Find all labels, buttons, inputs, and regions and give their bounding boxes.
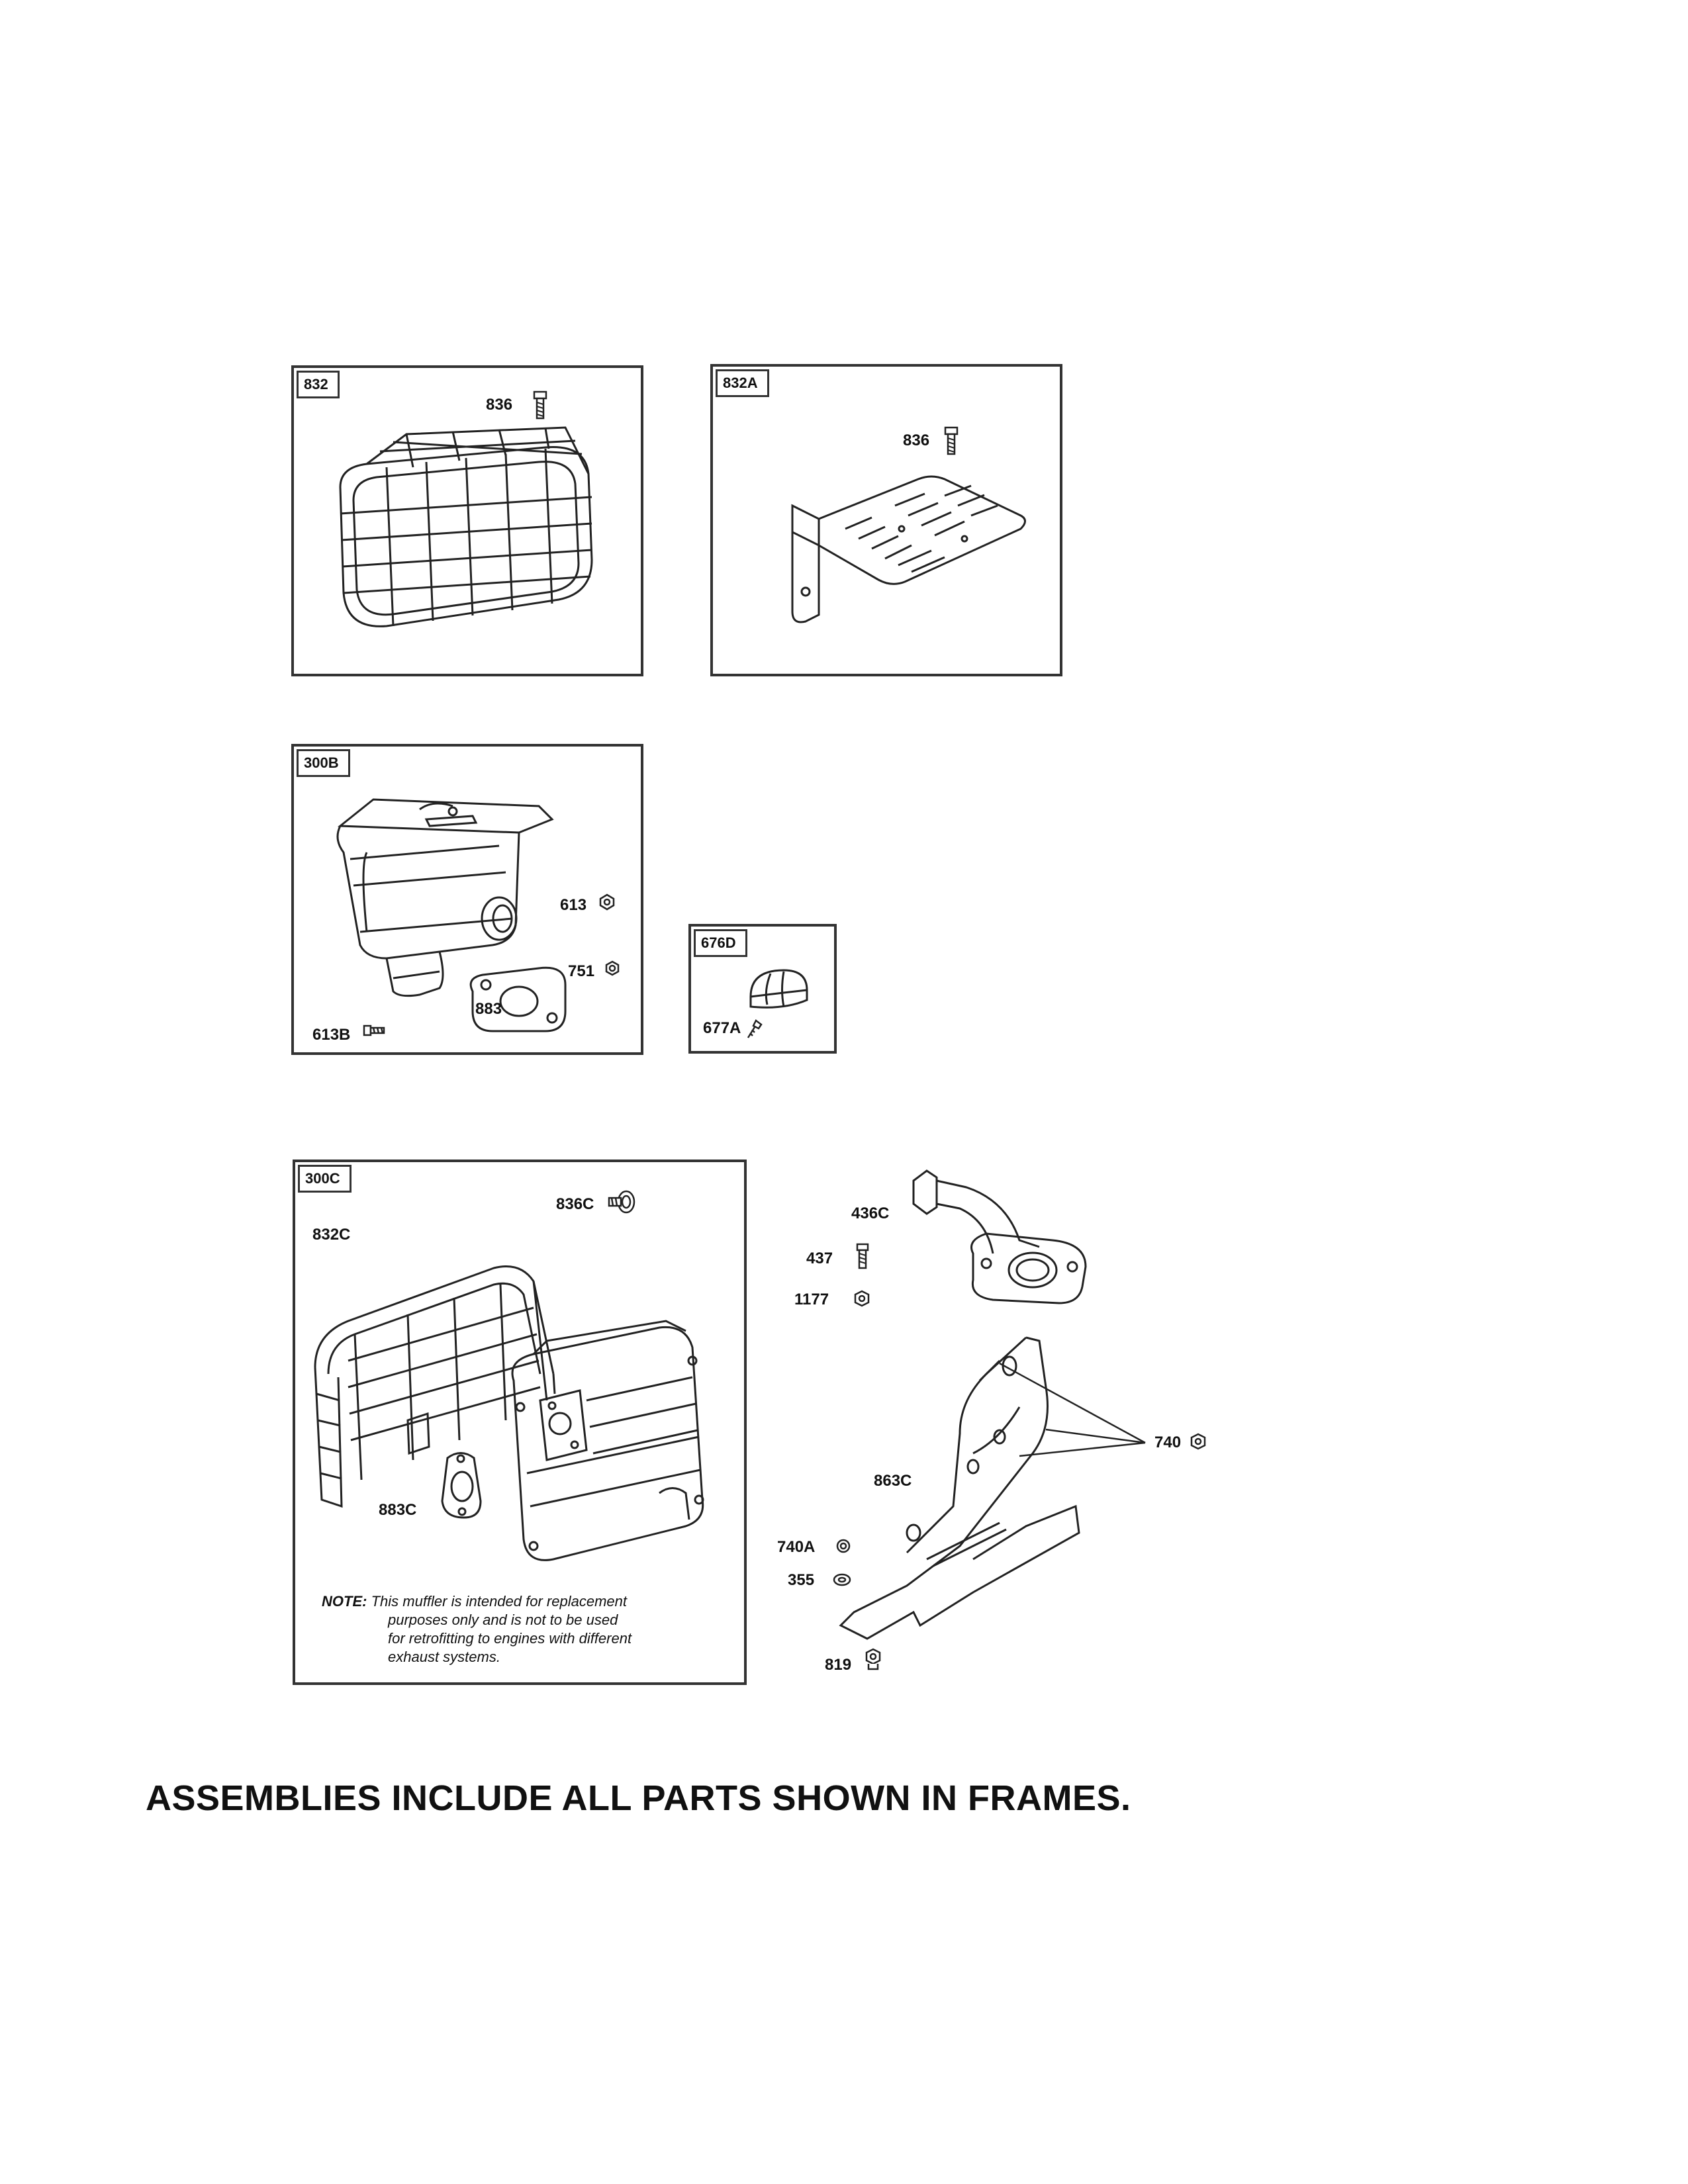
part-label-740a: 740A — [777, 1538, 816, 1556]
note-line: NOTE: This muffler is intended for repla… — [322, 1592, 719, 1611]
muffler-body-icon — [494, 1320, 706, 1566]
part-label-1177: 1177 — [794, 1291, 829, 1308]
screw-icon — [745, 1019, 763, 1039]
part-label-740: 740 — [1154, 1433, 1182, 1451]
part-label-836: 836 — [903, 432, 930, 449]
nut-icon — [865, 1648, 882, 1670]
leader-lines — [993, 1357, 1152, 1457]
part-label-677a: 677A — [703, 1019, 741, 1037]
part-label-751: 751 — [568, 962, 595, 980]
frame-tag: 300B — [297, 749, 350, 777]
part-label-836: 836 — [486, 396, 513, 414]
frame-832: 832 836 — [291, 365, 643, 676]
muffler-guard-icon — [308, 1255, 560, 1520]
nut-icon — [605, 960, 620, 976]
part-label-863c: 863C — [874, 1472, 912, 1490]
part-label-436c: 436C — [851, 1205, 890, 1222]
bolt-icon — [598, 893, 616, 911]
heat-shield-icon — [766, 466, 1031, 638]
washer-icon — [835, 1538, 851, 1554]
frame-676d: 676D 677A — [688, 924, 837, 1054]
muffler-body-icon — [320, 780, 559, 998]
part-label-832c: 832C — [312, 1226, 351, 1244]
screw-icon — [532, 390, 548, 420]
gasket-icon — [466, 965, 572, 1038]
frame-832a: 832A 836 — [710, 364, 1062, 676]
frame-300c: 300C 836C 832C — [293, 1160, 747, 1685]
part-label-836c: 836C — [556, 1195, 594, 1213]
note-line: purposes only and is not to be used — [388, 1612, 618, 1628]
frame-tag: 300C — [298, 1165, 352, 1193]
frame-tag: 832A — [716, 369, 769, 397]
nut-icon — [854, 1290, 870, 1307]
muffler-guard-cage-icon — [327, 426, 605, 646]
gasket-icon — [434, 1448, 487, 1521]
note-text: This muffler is intended for replacement — [371, 1593, 627, 1610]
bolt-icon — [363, 1022, 385, 1039]
assemblies-footnote: ASSEMBLIES INCLUDE ALL PARTS SHOWN IN FR… — [146, 1778, 1131, 1818]
bolt-icon — [606, 1189, 635, 1215]
screw-icon — [855, 1243, 870, 1269]
note-heading: NOTE: — [322, 1593, 367, 1610]
frame-300b: 300B 613 751 883 613B — [291, 744, 643, 1055]
part-label-613b: 613B — [312, 1026, 351, 1044]
note-line: for retrofitting to engines with differe… — [388, 1630, 632, 1647]
exhaust-elbow-icon — [907, 1167, 1092, 1306]
note-line: exhaust systems. — [388, 1649, 500, 1665]
deflector-icon — [744, 964, 810, 1017]
part-label-437: 437 — [806, 1250, 833, 1267]
part-label-883c: 883C — [379, 1501, 417, 1519]
part-label-883: 883 — [475, 1000, 502, 1018]
replacement-note: NOTE: This muffler is intended for repla… — [322, 1592, 719, 1666]
washer-icon — [833, 1572, 851, 1587]
frame-tag: 676D — [694, 929, 747, 957]
part-label-613: 613 — [560, 896, 587, 914]
part-label-355: 355 — [788, 1571, 815, 1589]
part-label-819: 819 — [825, 1656, 852, 1674]
muffler-bracket-icon — [827, 1334, 1080, 1640]
frame-tag: 832 — [297, 371, 340, 398]
nut-icon — [1190, 1433, 1206, 1450]
screw-icon — [943, 426, 959, 455]
